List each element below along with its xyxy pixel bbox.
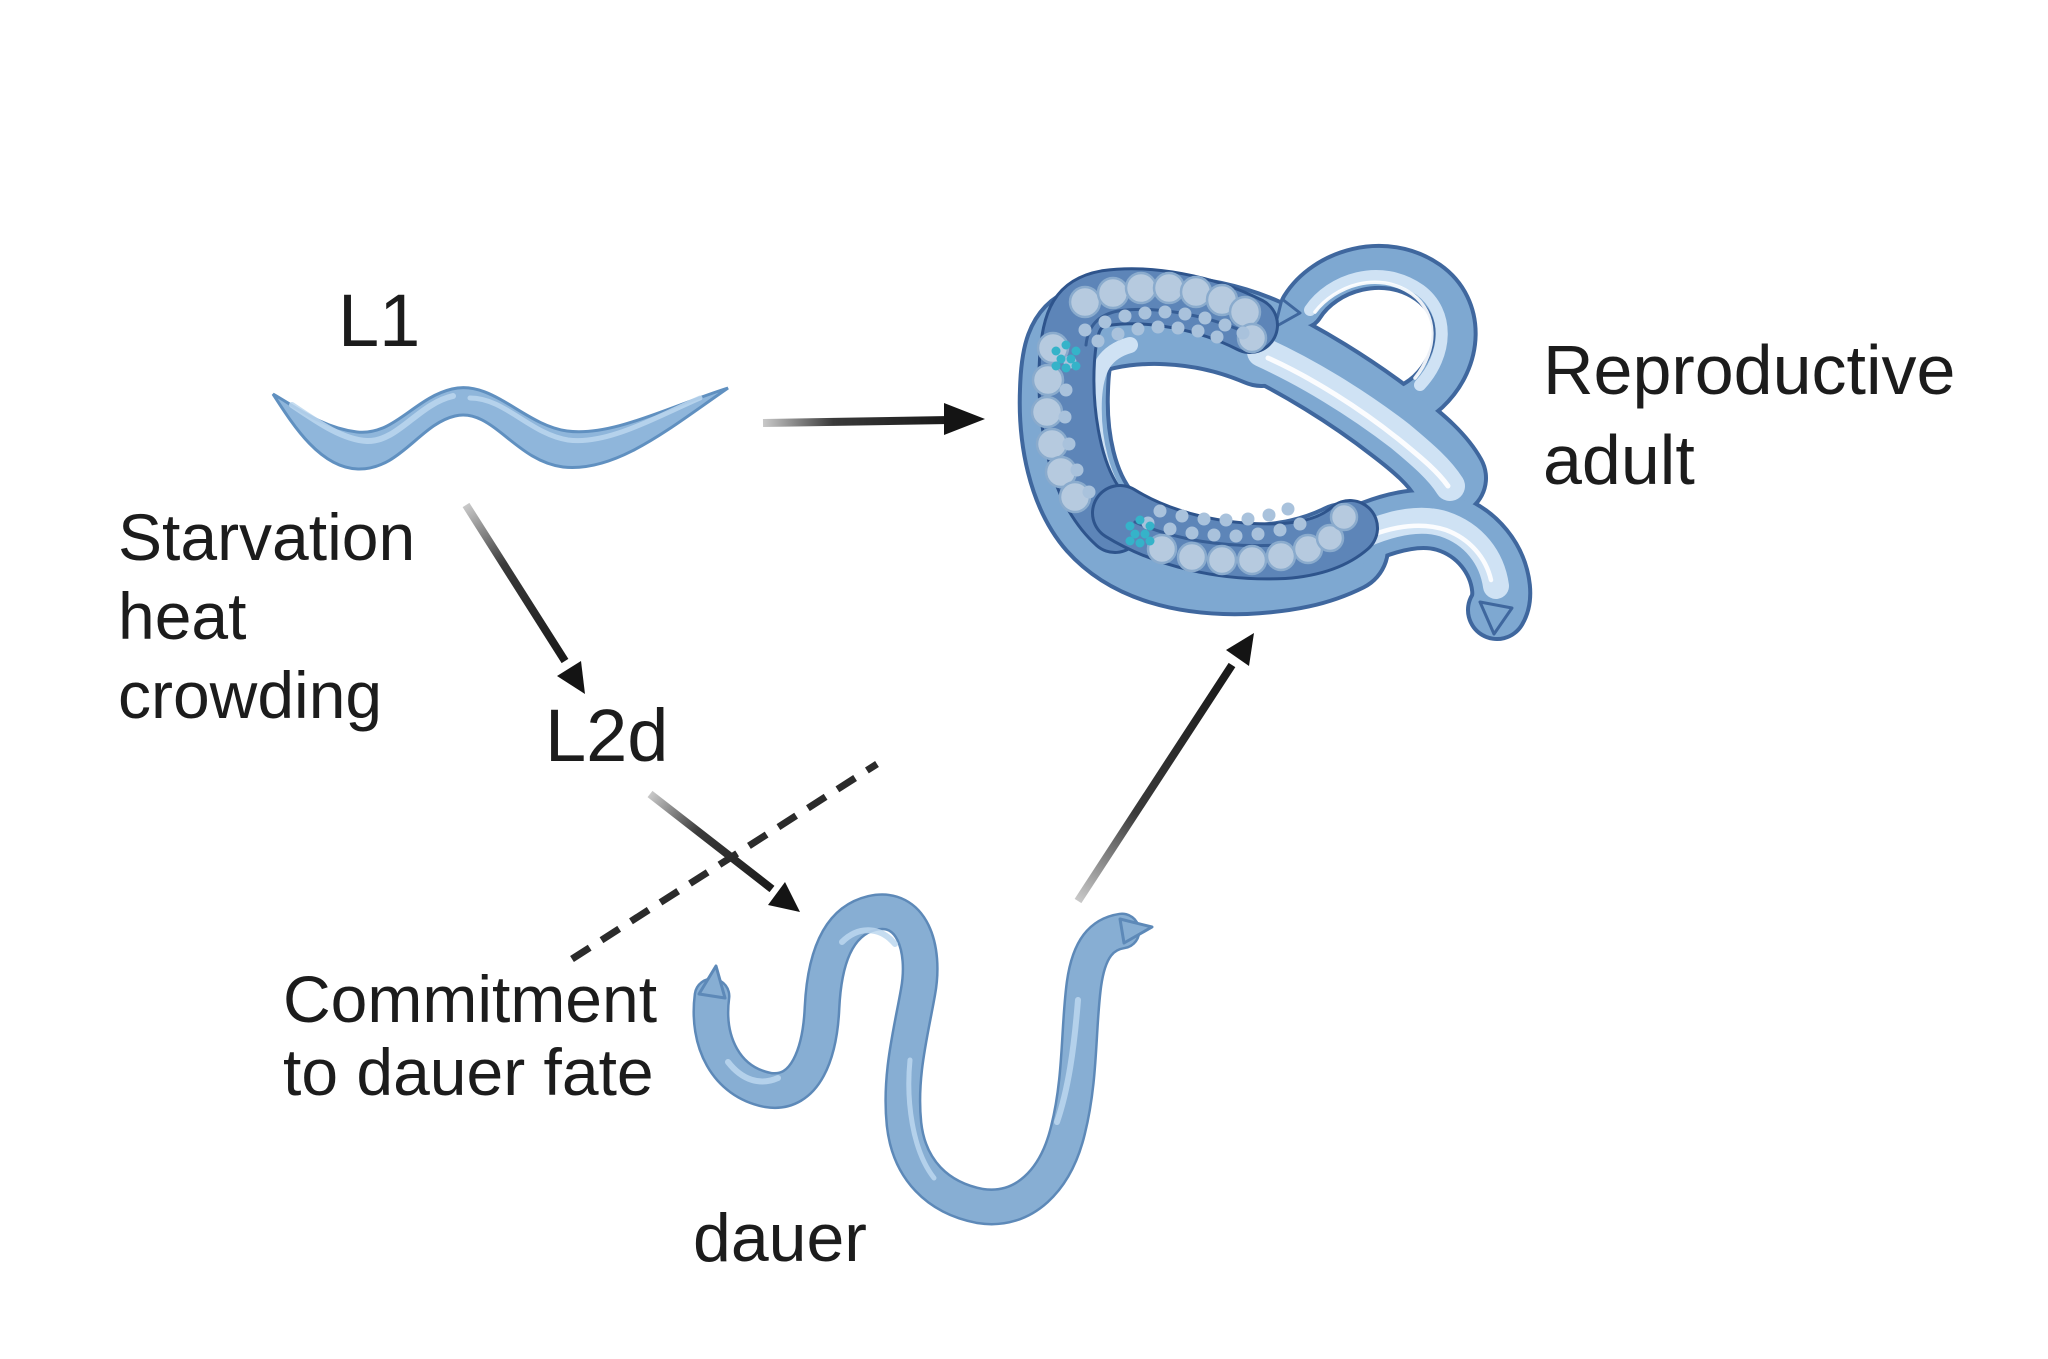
label-commitment-line1: Commitment [283,962,658,1036]
l1-worm-illustration [271,386,729,471]
label-stress-conditions: Starvation heat crowding [118,498,415,735]
label-stress-line2: heat [118,579,247,653]
arrow-l1-to-l2d [462,502,585,694]
adult-sperm-cluster [1051,340,1155,548]
label-reproductive-adult-line2: adult [1543,421,1695,499]
dauer-worm-illustration [692,893,1154,1226]
label-dauer: dauer [693,1200,867,1276]
label-l2d: L2d [545,694,669,777]
label-l1: L1 [338,279,421,362]
arrow-l2d-to-dauer [647,790,800,912]
label-stress-line1: Starvation [118,500,416,574]
label-commitment: Commitment to dauer fate [283,963,657,1109]
label-stress-line3: crowding [118,658,383,732]
label-reproductive-adult: Reproductive adult [1543,325,1955,505]
label-reproductive-adult-line1: Reproductive [1543,331,1956,409]
dauer-commitment-dashed-line [570,761,879,962]
adult-worm-illustration [1017,244,1533,641]
label-commitment-line2: to dauer fate [283,1035,654,1109]
arrow-dauer-to-adult [1074,633,1254,904]
arrow-l1-to-adult [762,403,985,435]
